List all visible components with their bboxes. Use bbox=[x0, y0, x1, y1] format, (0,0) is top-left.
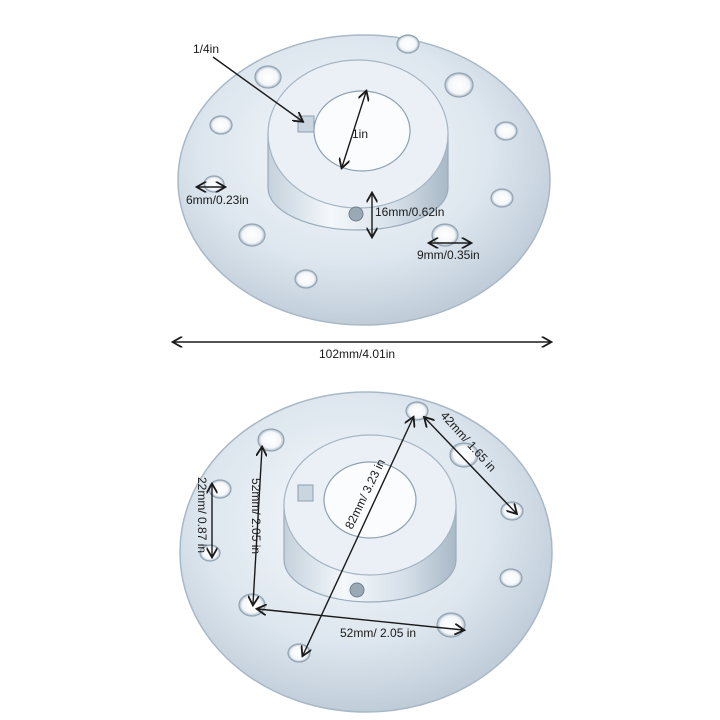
mounting-hole bbox=[490, 188, 514, 208]
mounting-hole bbox=[436, 612, 466, 638]
mounting-hole bbox=[499, 568, 523, 588]
bottom-set-screw bbox=[349, 582, 365, 598]
mounting-hole bbox=[294, 269, 318, 289]
mounting-hole bbox=[209, 115, 233, 135]
horizontal-52-label: 52mm/ 2.05 in bbox=[340, 626, 416, 640]
top-keyway bbox=[297, 115, 315, 133]
large-hole-label: 9mm/0.35in bbox=[417, 248, 480, 262]
top-dimension-arrows bbox=[174, 56, 550, 342]
mounting-hole bbox=[238, 223, 266, 247]
small-hole-label: 6mm/0.23in bbox=[186, 193, 249, 207]
mounting-hole bbox=[396, 34, 420, 54]
top-flange bbox=[177, 34, 551, 326]
mounting-hole bbox=[203, 175, 225, 193]
bottom-keyway bbox=[297, 484, 314, 502]
keyway-label: 1/4in bbox=[193, 42, 219, 56]
spacing-22-label: 22mm/ 0.87 in bbox=[195, 477, 209, 553]
hub-height-label: 16mm/0.62in bbox=[375, 205, 444, 219]
mounting-hole bbox=[238, 593, 266, 617]
mounting-hole bbox=[257, 428, 285, 452]
mounting-hole bbox=[405, 401, 429, 421]
mounting-hole bbox=[444, 72, 474, 98]
diameter-label: 102mm/4.01in bbox=[319, 347, 395, 361]
bottom-flange bbox=[179, 391, 553, 713]
bore-label: 1in bbox=[352, 127, 368, 141]
bottom-dimension-arrows bbox=[212, 418, 516, 655]
mounting-hole bbox=[500, 501, 524, 521]
bottom-hub bbox=[283, 434, 457, 603]
mounting-hole bbox=[254, 65, 282, 89]
vertical-52-label: 52mm/ 2.05 in bbox=[249, 478, 263, 554]
top-set-screw bbox=[348, 206, 364, 222]
mounting-hole bbox=[494, 121, 518, 141]
